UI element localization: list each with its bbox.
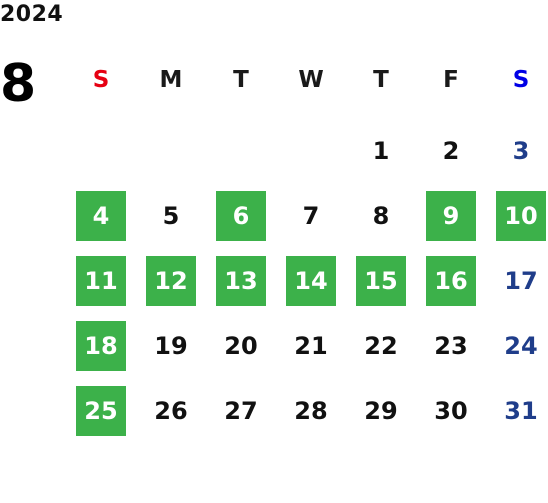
day-cell[interactable]: 26 [154, 397, 188, 425]
day-cell[interactable]: 16 [426, 256, 476, 306]
weekday-header-3: W [298, 67, 324, 93]
day-cell[interactable]: 15 [356, 256, 406, 306]
day-cell[interactable]: 2 [442, 137, 460, 165]
weekday-header-5: F [443, 67, 459, 93]
day-cell[interactable]: 18 [76, 321, 126, 371]
day-cell[interactable]: 21 [294, 332, 328, 360]
day-cell[interactable]: 13 [216, 256, 266, 306]
weekday-header-2: T [233, 67, 249, 93]
day-cell[interactable]: 29 [364, 397, 398, 425]
day-cell[interactable]: 22 [364, 332, 398, 360]
day-cell[interactable]: 30 [434, 397, 468, 425]
day-cell[interactable]: 1 [372, 137, 390, 165]
calendar-year: 2024 [0, 2, 64, 27]
day-cell[interactable]: 24 [504, 332, 538, 360]
day-cell[interactable]: 11 [76, 256, 126, 306]
day-cell[interactable]: 7 [302, 202, 320, 230]
day-cell[interactable]: 4 [76, 191, 126, 241]
day-cell[interactable]: 23 [434, 332, 468, 360]
day-cell[interactable]: 6 [216, 191, 266, 241]
day-cell[interactable]: 9 [426, 191, 476, 241]
day-cell[interactable]: 31 [504, 397, 538, 425]
day-cell[interactable]: 3 [512, 137, 530, 165]
day-cell[interactable]: 8 [372, 202, 390, 230]
day-cell[interactable]: 20 [224, 332, 258, 360]
day-cell[interactable]: 17 [504, 267, 538, 295]
day-cell[interactable]: 19 [154, 332, 188, 360]
calendar-month: 8 [0, 54, 37, 114]
day-cell[interactable]: 27 [224, 397, 258, 425]
weekday-header-1: M [159, 67, 183, 93]
weekday-header-4: T [373, 67, 389, 93]
day-cell[interactable]: 10 [496, 191, 546, 241]
day-cell[interactable]: 5 [162, 202, 180, 230]
day-cell[interactable]: 28 [294, 397, 328, 425]
day-cell[interactable]: 25 [76, 386, 126, 436]
weekday-header-0: S [92, 67, 110, 93]
day-cell[interactable]: 12 [146, 256, 196, 306]
weekday-header-6: S [512, 67, 530, 93]
day-cell[interactable]: 14 [286, 256, 336, 306]
